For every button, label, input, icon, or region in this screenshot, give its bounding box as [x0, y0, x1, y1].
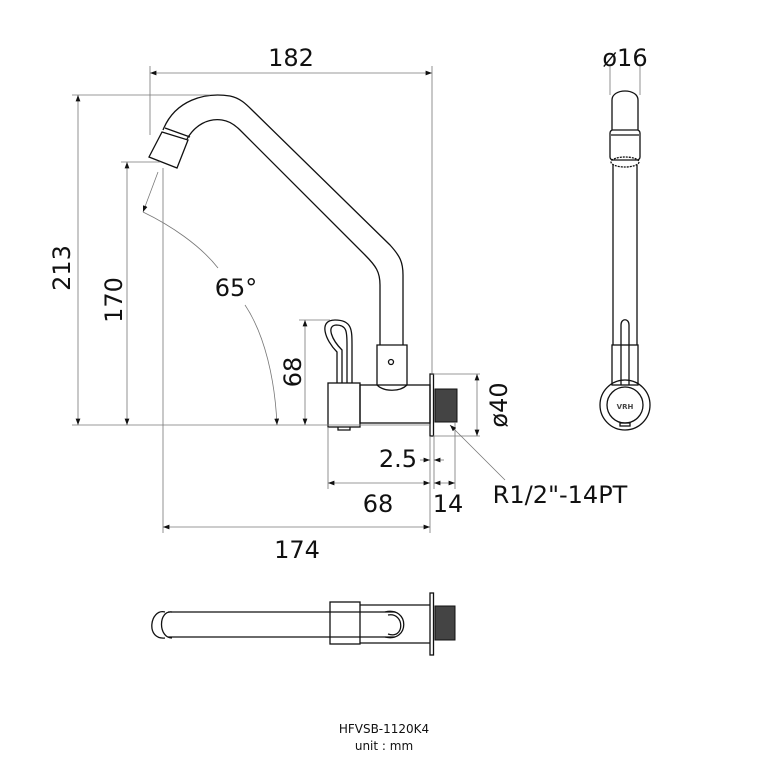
dim-213: 213 [48, 245, 76, 291]
dim-tube-diameter: ø16 [602, 44, 647, 72]
spout-outer [162, 94, 404, 345]
side-view: 182 213 170 65° 68 ø40 2.5 68 14 174 R1/… [48, 44, 628, 564]
handle-block [327, 382, 361, 428]
dim-14: 14 [433, 490, 464, 518]
dim-angle: 65° [215, 274, 258, 302]
logo: VRH [617, 403, 634, 411]
dim-182: 182 [268, 44, 314, 72]
dim-170: 170 [100, 277, 128, 323]
flange-circle [599, 379, 651, 431]
top-view [151, 592, 456, 656]
spout-inner [186, 119, 381, 345]
handle-loop [324, 319, 353, 383]
thread-spec: R1/2"-14PT [493, 481, 628, 509]
unit-label: unit : mm [355, 739, 413, 753]
dim-2-5: 2.5 [379, 445, 417, 473]
dim-body-68: 68 [363, 490, 394, 518]
swivel-joint [376, 344, 408, 391]
dim-174: 174 [274, 536, 320, 564]
flange [429, 373, 435, 437]
aerator [148, 131, 189, 169]
model-number: HFVSB-1120K4 [339, 722, 429, 736]
thread [434, 388, 458, 423]
front-view: VRH ø16 [599, 44, 651, 431]
dim-flange-diameter: ø40 [485, 382, 513, 427]
aerator-face [610, 156, 640, 168]
dim-handle-68: 68 [279, 357, 307, 388]
